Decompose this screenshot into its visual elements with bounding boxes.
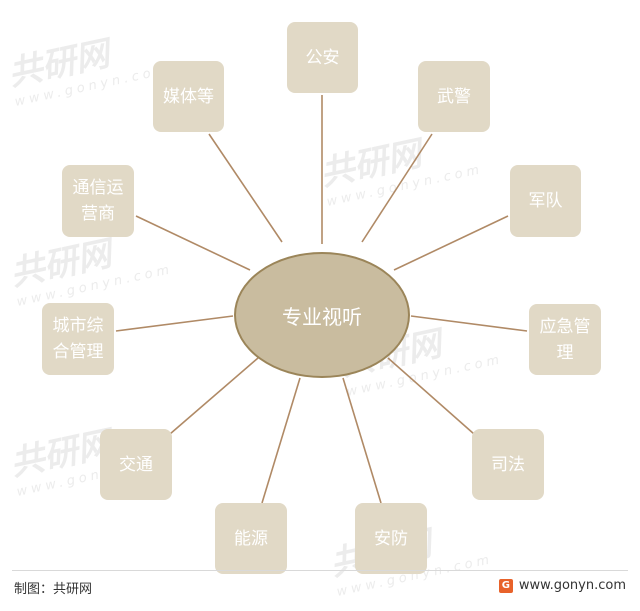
connector-jundui [393, 215, 509, 271]
node-chengshi: 城市综 合管理 [42, 303, 114, 375]
node-wujing: 武警 [418, 61, 490, 132]
site-url: www.gonyn.com [518, 578, 626, 593]
node-yingji: 应急管 理 [529, 304, 601, 375]
connector-nengyuan [261, 377, 301, 504]
node-meiti: 媒体等 [153, 61, 224, 132]
footer-divider [12, 570, 628, 571]
footer-site: G www.gonyn.com [498, 578, 626, 593]
connector-sifa [387, 357, 475, 435]
node-sifa: 司法 [472, 429, 544, 500]
node-jiaotong: 交通 [100, 429, 172, 500]
footer-credit: 制图：共研网 [14, 582, 93, 597]
center-label: 专业视听 [282, 304, 362, 329]
connector-meiti [208, 133, 283, 243]
connector-anfang [342, 377, 382, 504]
node-tongxin: 通信运 营商 [62, 165, 134, 237]
site-logo-icon: G [498, 578, 513, 593]
connector-chengshi [115, 315, 234, 332]
node-nengyuan: 能源 [215, 503, 287, 574]
connector-yingji [410, 315, 528, 332]
node-gongan: 公安 [287, 22, 358, 93]
node-anfang: 安防 [355, 503, 427, 574]
center-node: 专业视听 [234, 252, 410, 378]
connector-jiaotong [169, 357, 259, 435]
connector-tongxin [135, 215, 251, 271]
connector-wujing [361, 133, 433, 243]
node-jundui: 军队 [510, 165, 581, 237]
